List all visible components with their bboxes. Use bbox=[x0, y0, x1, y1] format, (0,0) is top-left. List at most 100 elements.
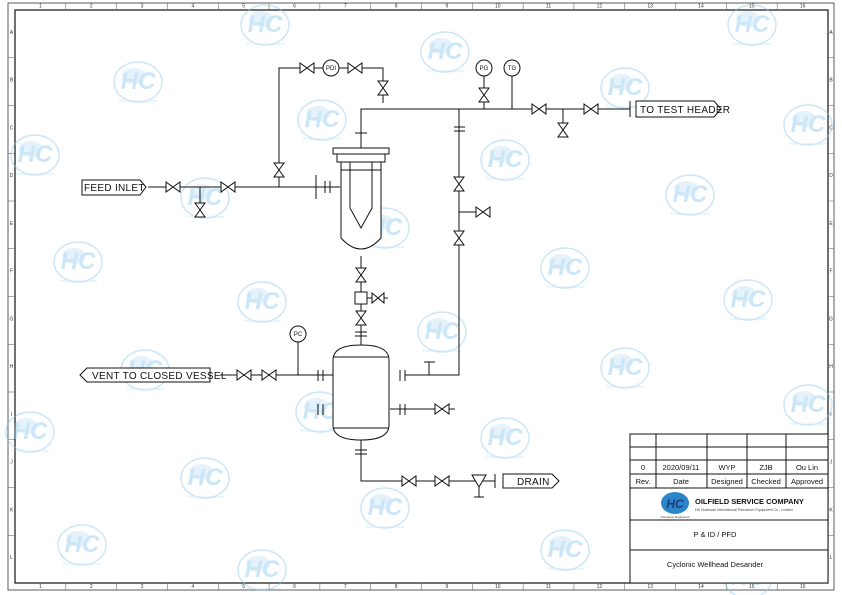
grid-column-label: 15 bbox=[749, 4, 755, 10]
sample-port bbox=[354, 291, 368, 305]
company-subtitle: HK Huichuan International Petroleum Equi… bbox=[695, 508, 793, 512]
cyclonic-desander bbox=[324, 132, 390, 250]
grid-column-label: 5 bbox=[242, 4, 245, 10]
svg-text:HC: HC bbox=[188, 464, 223, 491]
grid-row-label: D bbox=[10, 173, 14, 179]
grid-row-label: K bbox=[829, 507, 833, 513]
grid-column-label: 3 bbox=[141, 4, 144, 10]
svg-text:HC: HC bbox=[548, 536, 583, 563]
grid-column-label: 11 bbox=[546, 584, 551, 590]
svg-text:Petroleum Equipment: Petroleum Equipment bbox=[426, 68, 465, 73]
grid-column-label: 13 bbox=[647, 4, 653, 10]
instrument-pdi: PDI bbox=[322, 59, 340, 77]
title-block-text: 0 2020/09/11 WYP ZJB Ou Lin Rev. Date De… bbox=[636, 463, 823, 569]
grid-column-label: 14 bbox=[698, 584, 704, 590]
svg-text:Petroleum Equipment: Petroleum Equipment bbox=[733, 41, 772, 46]
svg-text:Petroleum Equipment: Petroleum Equipment bbox=[246, 41, 285, 46]
line-tag-feed-inlet: FEED INLET bbox=[81, 179, 147, 196]
grid-column-label: 14 bbox=[698, 4, 704, 10]
svg-text:HC: HC bbox=[735, 11, 770, 38]
gate-valve bbox=[453, 176, 465, 192]
svg-text:Petroleum Equipment: Petroleum Equipment bbox=[789, 141, 828, 146]
watermark-logo: HC Petroleum Equipment bbox=[723, 279, 773, 321]
gate-valve bbox=[355, 310, 367, 326]
svg-text:Petroleum Equipment: Petroleum Equipment bbox=[729, 316, 768, 321]
checked-value: ZJB bbox=[759, 463, 772, 472]
svg-text:HC: HC bbox=[245, 288, 280, 315]
svg-text:HC: HC bbox=[731, 286, 766, 313]
grid-row-label: J bbox=[10, 460, 13, 466]
drawing-title: Cyclonic Wellhead Desander bbox=[667, 560, 764, 569]
grid-row-label: G bbox=[829, 316, 833, 322]
gate-valve bbox=[194, 202, 206, 218]
svg-text:HC: HC bbox=[428, 38, 463, 65]
gate-valve bbox=[220, 181, 236, 193]
grid-row-label: J bbox=[830, 460, 833, 466]
svg-text:HC: HC bbox=[65, 531, 100, 558]
gate-valve bbox=[478, 87, 490, 103]
gate-valve bbox=[273, 162, 285, 178]
grid-row-label: L bbox=[830, 555, 833, 561]
svg-text:Petroleum Equipment: Petroleum Equipment bbox=[606, 104, 645, 109]
gate-valve bbox=[583, 103, 599, 115]
grid-row-label: E bbox=[829, 221, 833, 227]
grid-row-label: L bbox=[10, 555, 13, 561]
grid-row-label: I bbox=[11, 412, 12, 418]
grid-column-label: 16 bbox=[800, 4, 806, 10]
svg-text:HC: HC bbox=[548, 254, 583, 281]
gate-valve bbox=[453, 230, 465, 246]
pc-label: PC bbox=[294, 332, 303, 338]
border-grid-marks: 1122334455667788991010111112121313141415… bbox=[8, 3, 834, 590]
grid-column-label: 12 bbox=[597, 4, 603, 10]
svg-text:Petroleum Equipment: Petroleum Equipment bbox=[303, 136, 342, 141]
title-block bbox=[629, 433, 829, 584]
svg-text:HC: HC bbox=[303, 398, 338, 425]
grid-row-label: H bbox=[829, 364, 833, 370]
svg-text:Petroleum Equipment: Petroleum Equipment bbox=[119, 98, 158, 103]
logo-subtext: Petroleum Equipment bbox=[661, 515, 690, 519]
relief-valve bbox=[471, 474, 487, 498]
grid-column-label: 9 bbox=[446, 584, 449, 590]
gate-valve bbox=[557, 122, 569, 138]
gate-valve bbox=[434, 475, 450, 487]
svg-text:HC: HC bbox=[61, 248, 96, 275]
grid-row-label: H bbox=[10, 364, 14, 370]
grid-column-label: 10 bbox=[495, 4, 501, 10]
svg-text:Petroleum Equipment: Petroleum Equipment bbox=[11, 448, 50, 453]
checked-header: Checked bbox=[751, 477, 781, 486]
svg-text:HC: HC bbox=[368, 494, 403, 521]
grid-column-label: 10 bbox=[495, 584, 501, 590]
grid-row-label: B bbox=[10, 78, 14, 84]
svg-text:HC: HC bbox=[245, 556, 280, 583]
svg-text:HC: HC bbox=[121, 68, 156, 95]
line-tag-test-header: TO TEST HEADER bbox=[629, 100, 730, 118]
drawing-type: P & ID / PFD bbox=[694, 530, 737, 539]
gate-valve bbox=[401, 475, 417, 487]
svg-text:Petroleum Equipment: Petroleum Equipment bbox=[486, 176, 525, 181]
grid-row-label: K bbox=[10, 507, 14, 513]
gate-valve bbox=[377, 80, 389, 96]
svg-text:HC: HC bbox=[188, 184, 223, 211]
svg-text:Petroleum Equipment: Petroleum Equipment bbox=[186, 214, 225, 219]
grid-row-label: F bbox=[829, 269, 832, 275]
rev-value: 0 bbox=[641, 463, 645, 472]
watermark-logo: HC Petroleum Equipment bbox=[113, 61, 163, 103]
grid-row-label: E bbox=[10, 221, 14, 227]
gate-valve bbox=[475, 206, 491, 218]
gate-valve bbox=[531, 103, 547, 115]
svg-text:Petroleum Equipment: Petroleum Equipment bbox=[789, 421, 828, 426]
svg-text:Petroleum Equipment: Petroleum Equipment bbox=[63, 561, 102, 566]
gate-valve bbox=[434, 403, 450, 415]
grid-row-label: G bbox=[10, 316, 14, 322]
grid-column-label: 2 bbox=[90, 584, 93, 590]
